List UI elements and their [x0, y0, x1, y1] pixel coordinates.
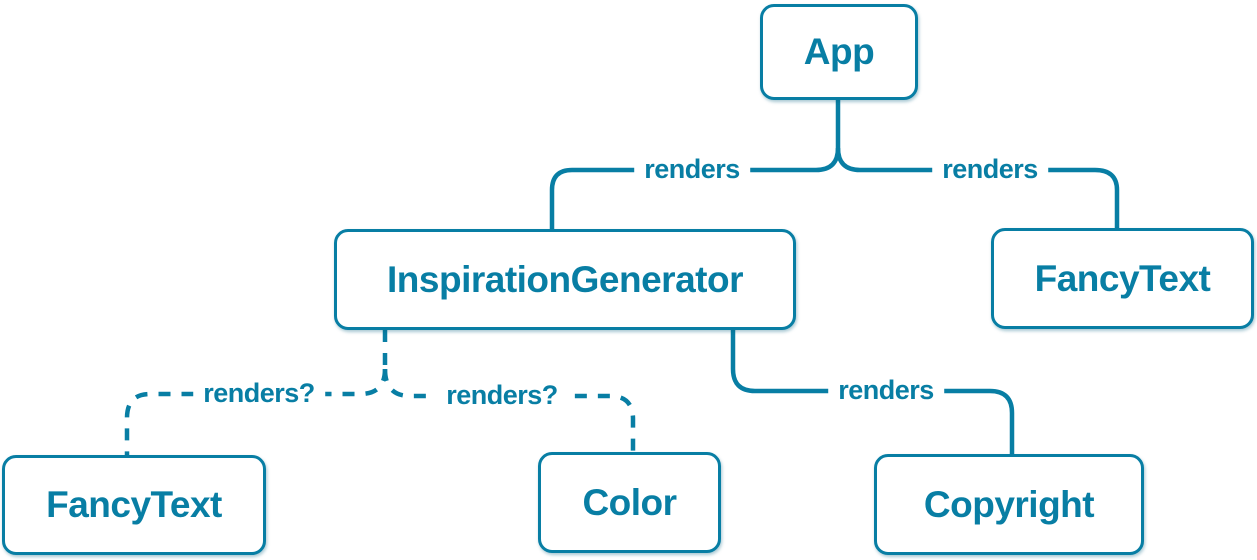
- edge-inspirationgenerator-to-fancytext-bottom: [124, 368, 388, 455]
- node-copyright-label: Copyright: [923, 483, 1095, 525]
- node-inspirationgenerator: InspirationGenerator: [334, 229, 796, 330]
- edge-app-to-fancytext-top: [835, 147, 1120, 228]
- edge-app-to-inspirationgenerator: [549, 147, 841, 229]
- node-fancytext-top-label: FancyText: [1034, 257, 1211, 299]
- node-app: App: [760, 4, 918, 100]
- node-fancytext-bottom-label: FancyText: [46, 484, 222, 525]
- edge-label-app-fancytext: renders: [932, 154, 1048, 185]
- edge-label-inspirationgenerator-color: renders?: [436, 380, 568, 411]
- node-fancytext-top: FancyText: [991, 228, 1254, 329]
- edge-label-app-inspirationgenerator: renders: [634, 154, 750, 185]
- node-app-label: App: [803, 31, 875, 72]
- edge-label-inspirationgenerator-fancytext: renders?: [193, 378, 325, 409]
- node-color-label: Color: [582, 481, 677, 523]
- node-fancytext-bottom: FancyText: [2, 455, 266, 555]
- node-copyright: Copyright: [874, 454, 1144, 555]
- edge-inspirationgenerator-to-color: [382, 368, 636, 452]
- edge-label-inspirationgenerator-copyright: renders: [828, 375, 944, 406]
- node-inspirationgenerator-label: InspirationGenerator: [387, 258, 743, 300]
- node-color: Color: [538, 452, 721, 553]
